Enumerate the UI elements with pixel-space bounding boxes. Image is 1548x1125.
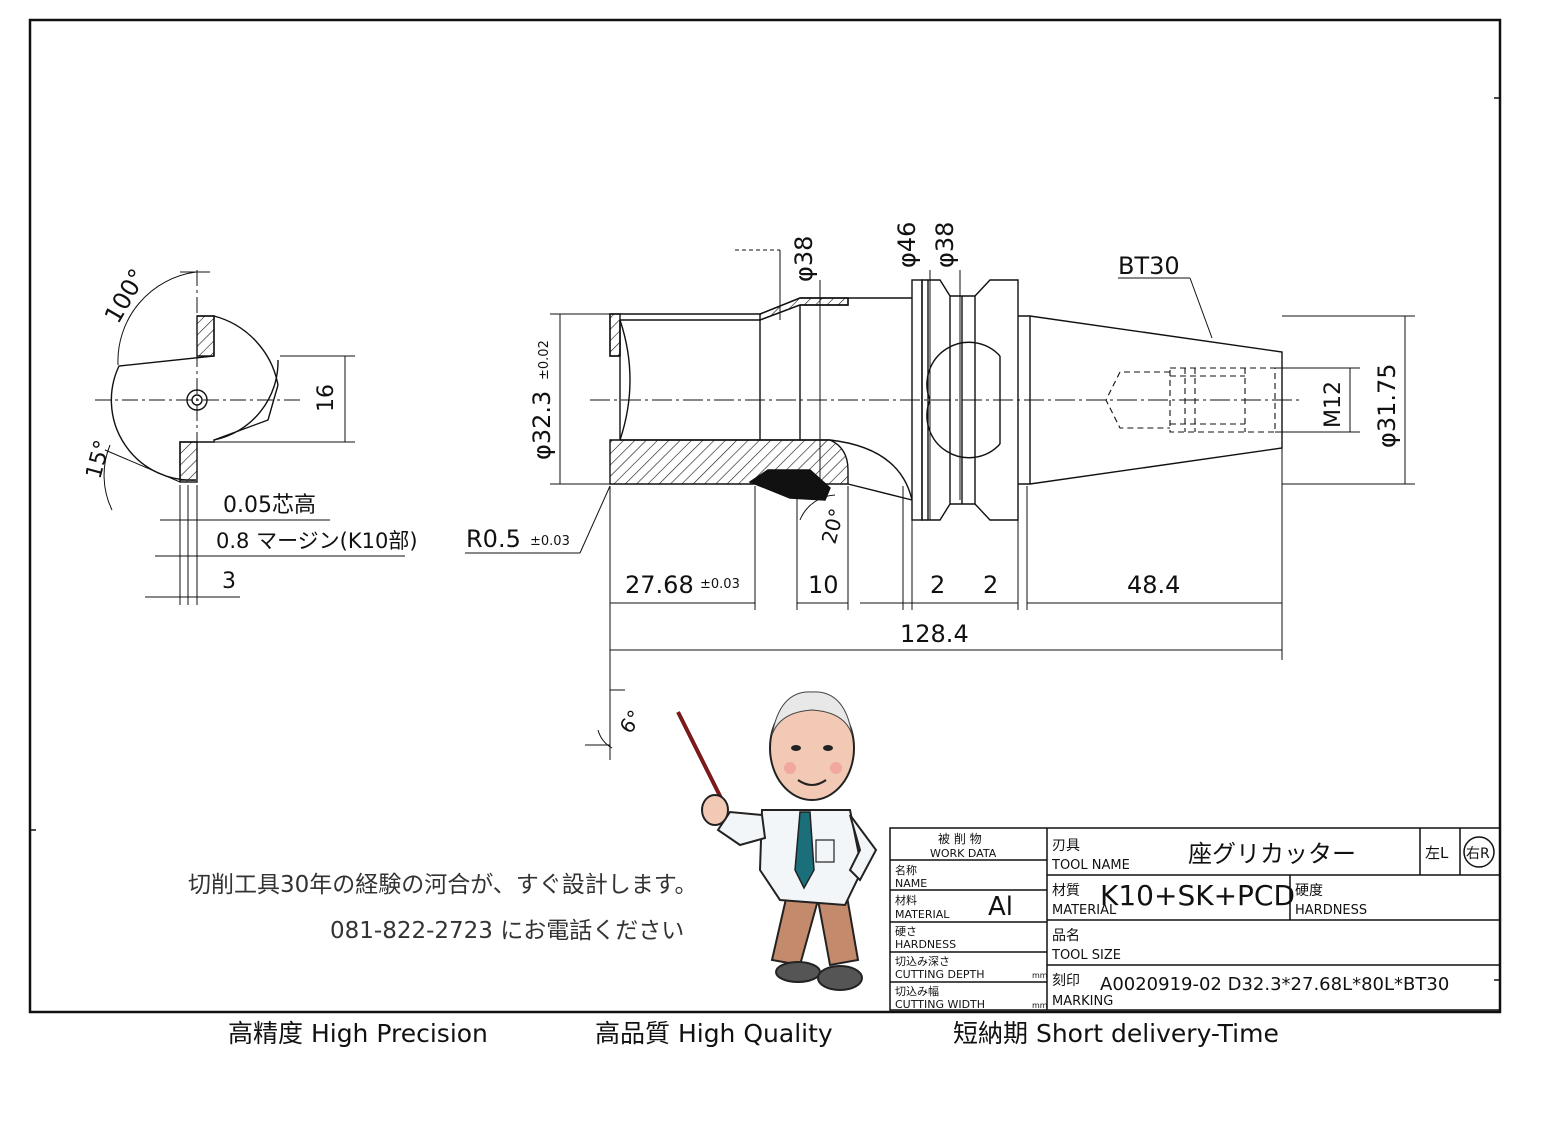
footer-item-delivery: 短納期 Short delivery-Time xyxy=(953,1019,1279,1048)
side-view xyxy=(590,279,1300,521)
cut-width-jp: 切込み幅 xyxy=(895,985,939,998)
dia-38a-label: φ38 xyxy=(790,236,818,282)
tool-material-value: K10+SK+PCD xyxy=(1100,879,1295,912)
tool-size-jp: 品名 xyxy=(1052,928,1080,944)
mm-width: mm xyxy=(1032,1001,1048,1010)
tool-material-jp: 材質 xyxy=(1052,883,1080,899)
center-height-label: 0.05芯高 xyxy=(223,493,316,518)
hardness-en: HARDNESS xyxy=(895,938,956,951)
cut-depth-jp: 切込み深さ xyxy=(895,955,950,968)
len-2768-tol-label: ±0.03 xyxy=(700,577,740,592)
tool-name-value: 座グリカッター xyxy=(1188,840,1356,868)
title-block xyxy=(889,827,1501,1011)
len-2b-label: 2 xyxy=(983,571,998,599)
footer-item-precision: 高精度 High Precision xyxy=(228,1019,488,1048)
work-data-jp: 被 削 物 xyxy=(938,832,982,846)
drawing-frame xyxy=(28,18,1502,1014)
end-view xyxy=(95,270,405,605)
dia-323-label: φ32.3 xyxy=(528,391,556,460)
cut-depth-en: CUTTING DEPTH xyxy=(895,968,985,981)
promo-line-2: 081-822-2723 にお電話ください xyxy=(330,918,684,944)
marking-jp: 刻印 xyxy=(1052,973,1080,989)
bt30-label: BT30 xyxy=(1118,252,1180,280)
material-jp: 材料 xyxy=(895,893,917,907)
material-value: Al xyxy=(988,892,1013,922)
dimension-lines xyxy=(465,249,1415,760)
work-data-en: WORK DATA xyxy=(930,847,997,860)
footer-item-quality: 高品質 High Quality xyxy=(595,1019,833,1048)
left-label: 左L xyxy=(1425,844,1449,862)
tool-hardness-jp: 硬度 xyxy=(1295,883,1323,899)
dim-16-label: 16 xyxy=(314,384,339,412)
mascot-illustration xyxy=(676,691,878,991)
dim-3-label: 3 xyxy=(222,569,236,594)
name-en: NAME xyxy=(895,877,927,890)
marking-value: A0020919-02 D32.3*27.68L*80L*BT30 xyxy=(1100,974,1449,995)
tool-size-en: TOOL SIZE xyxy=(1051,948,1121,963)
len-1284-label: 128.4 xyxy=(900,620,969,648)
right-label: 右R xyxy=(1466,846,1490,862)
hardness-jp: 硬さ xyxy=(895,925,917,938)
dia-46-label: φ46 xyxy=(893,222,921,268)
marking-en: MARKING xyxy=(1052,994,1113,1009)
name-jp: 名称 xyxy=(895,863,917,877)
tool-name-en: TOOL NAME xyxy=(1051,858,1130,873)
len-484-label: 48.4 xyxy=(1127,571,1180,599)
dia-3175-label: φ31.75 xyxy=(1373,363,1401,448)
tool-hardness-en: HARDNESS xyxy=(1295,903,1367,918)
angle-15-label: 15° xyxy=(82,437,116,481)
m12-label: M12 xyxy=(1321,381,1346,428)
tool-jp: 刃具 xyxy=(1052,838,1080,854)
r05-tol-label: ±0.03 xyxy=(530,534,570,549)
len-10-label: 10 xyxy=(808,571,839,599)
angle-100-label: 100° xyxy=(99,264,152,328)
len-2768-label: 27.68 xyxy=(625,571,694,599)
dia-323-tol-label: ±0.02 xyxy=(537,340,552,380)
len-2a-label: 2 xyxy=(930,571,945,599)
margin-label: 0.8 マージン(K10部) xyxy=(216,529,418,553)
dia-38b-label: φ38 xyxy=(931,222,959,268)
angle-20-label: 20° xyxy=(817,506,849,546)
tool-material-en: MATERIAL xyxy=(1052,903,1117,918)
angle-6-label: 6° xyxy=(614,705,647,737)
cut-width-en: CUTTING WIDTH xyxy=(895,998,985,1011)
promo-line-1: 切削工具30年の経験の河合が、すぐ設計します。 xyxy=(188,872,698,898)
material-en: MATERIAL xyxy=(895,908,950,921)
r05-label: R0.5 xyxy=(466,525,521,553)
mm-depth: mm xyxy=(1032,971,1048,980)
